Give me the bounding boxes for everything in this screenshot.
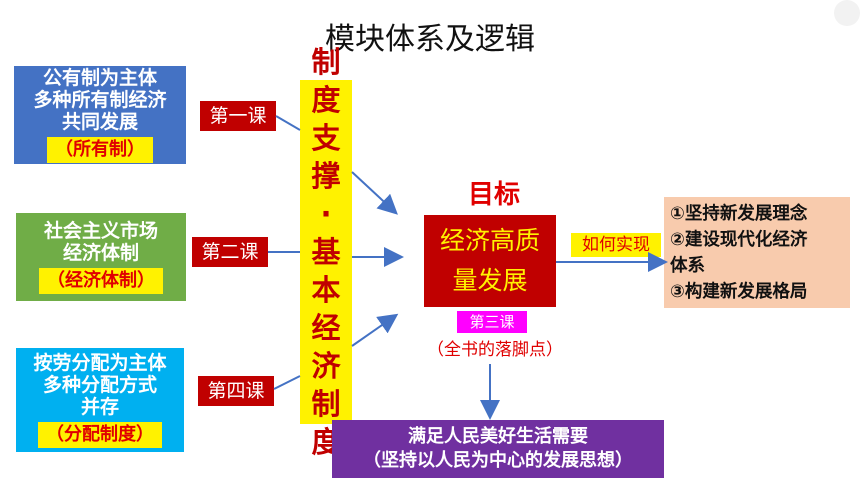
vertical-char: 度 [311, 83, 341, 117]
lesson-4-label: 第四课 [198, 376, 274, 406]
distribution-line-3: 并存 [80, 396, 119, 418]
economic-system-line-1: 社会主义市场 [43, 220, 158, 242]
goal-label: 目标 [467, 180, 520, 210]
economic-system-box: 社会主义市场 经济体制 （经济体制） [16, 213, 186, 301]
vertical-char: 本 [311, 273, 341, 307]
approach-item: ③构建新发展格局 [670, 282, 808, 302]
ownership-box: 公有制为主体 多种所有制经济 共同发展 （所有制） [14, 66, 186, 164]
people-needs-line-2: （坚持以人民为中心的发展思想） [363, 450, 633, 471]
ownership-line-3: 共同发展 [61, 111, 138, 133]
distribution-line-1: 按劳分配为主体 [33, 352, 167, 374]
connector-line-lesson-4 [273, 375, 301, 390]
ownership-tag: （所有制） [47, 137, 153, 163]
economic-system-line-2: 经济体制 [62, 242, 139, 264]
arrow-top-to-goal [351, 171, 398, 215]
approach-item: ②建设现代化经济 [670, 230, 808, 250]
lesson-2-label: 第二课 [192, 237, 268, 267]
institutional-support-bar: 制 度 支 撑 · 基 本 经 济 制 度 [300, 45, 352, 459]
economic-system-tag: （经济体制） [39, 268, 163, 294]
people-needs-box: 满足人民美好生活需要 （坚持以人民为中心的发展思想） [332, 420, 664, 478]
arrow-bottom-to-goal [351, 313, 399, 347]
vertical-char: 经 [311, 311, 341, 345]
vertical-char: 支 [311, 121, 341, 155]
distribution-box: 按劳分配为主体 多种分配方式 并存 （分配制度） [16, 348, 184, 452]
vertical-char: 撑 [311, 159, 341, 193]
lesson-1-label: 第一课 [200, 101, 276, 131]
ownership-line-1: 公有制为主体 [42, 67, 157, 89]
goal-line-1: 经济高质 [439, 226, 540, 255]
vertical-char: 济 [311, 349, 341, 383]
how-to-achieve-label: 如何实现 [571, 233, 661, 257]
footnote: （全书的落脚点） [427, 340, 563, 360]
approach-item: ①坚持新发展理念 [670, 204, 808, 224]
page-indicator [834, 0, 860, 26]
distribution-tag: （分配制度） [38, 422, 162, 448]
goal-line-2: 量发展 [452, 266, 528, 295]
distribution-line-2: 多种分配方式 [42, 374, 157, 396]
vertical-char: · [320, 197, 332, 231]
page-title: 模块体系及逻辑 [325, 22, 535, 57]
approach-item: 体系 [670, 256, 705, 276]
ownership-line-2: 多种所有制经济 [33, 89, 167, 111]
lesson-3-label: 第三课 [457, 311, 527, 333]
vertical-char: 基 [311, 235, 341, 269]
goal-box: 经济高质 量发展 [424, 215, 556, 307]
people-needs-line-1: 满足人民美好生活需要 [408, 426, 588, 447]
approaches-box: ①坚持新发展理念 ②建设现代化经济 体系 ③构建新发展格局 [664, 197, 850, 308]
connector-line-lesson-1 [275, 115, 301, 131]
vertical-char: 制 [311, 45, 341, 79]
vertical-char: 制 [311, 387, 341, 421]
